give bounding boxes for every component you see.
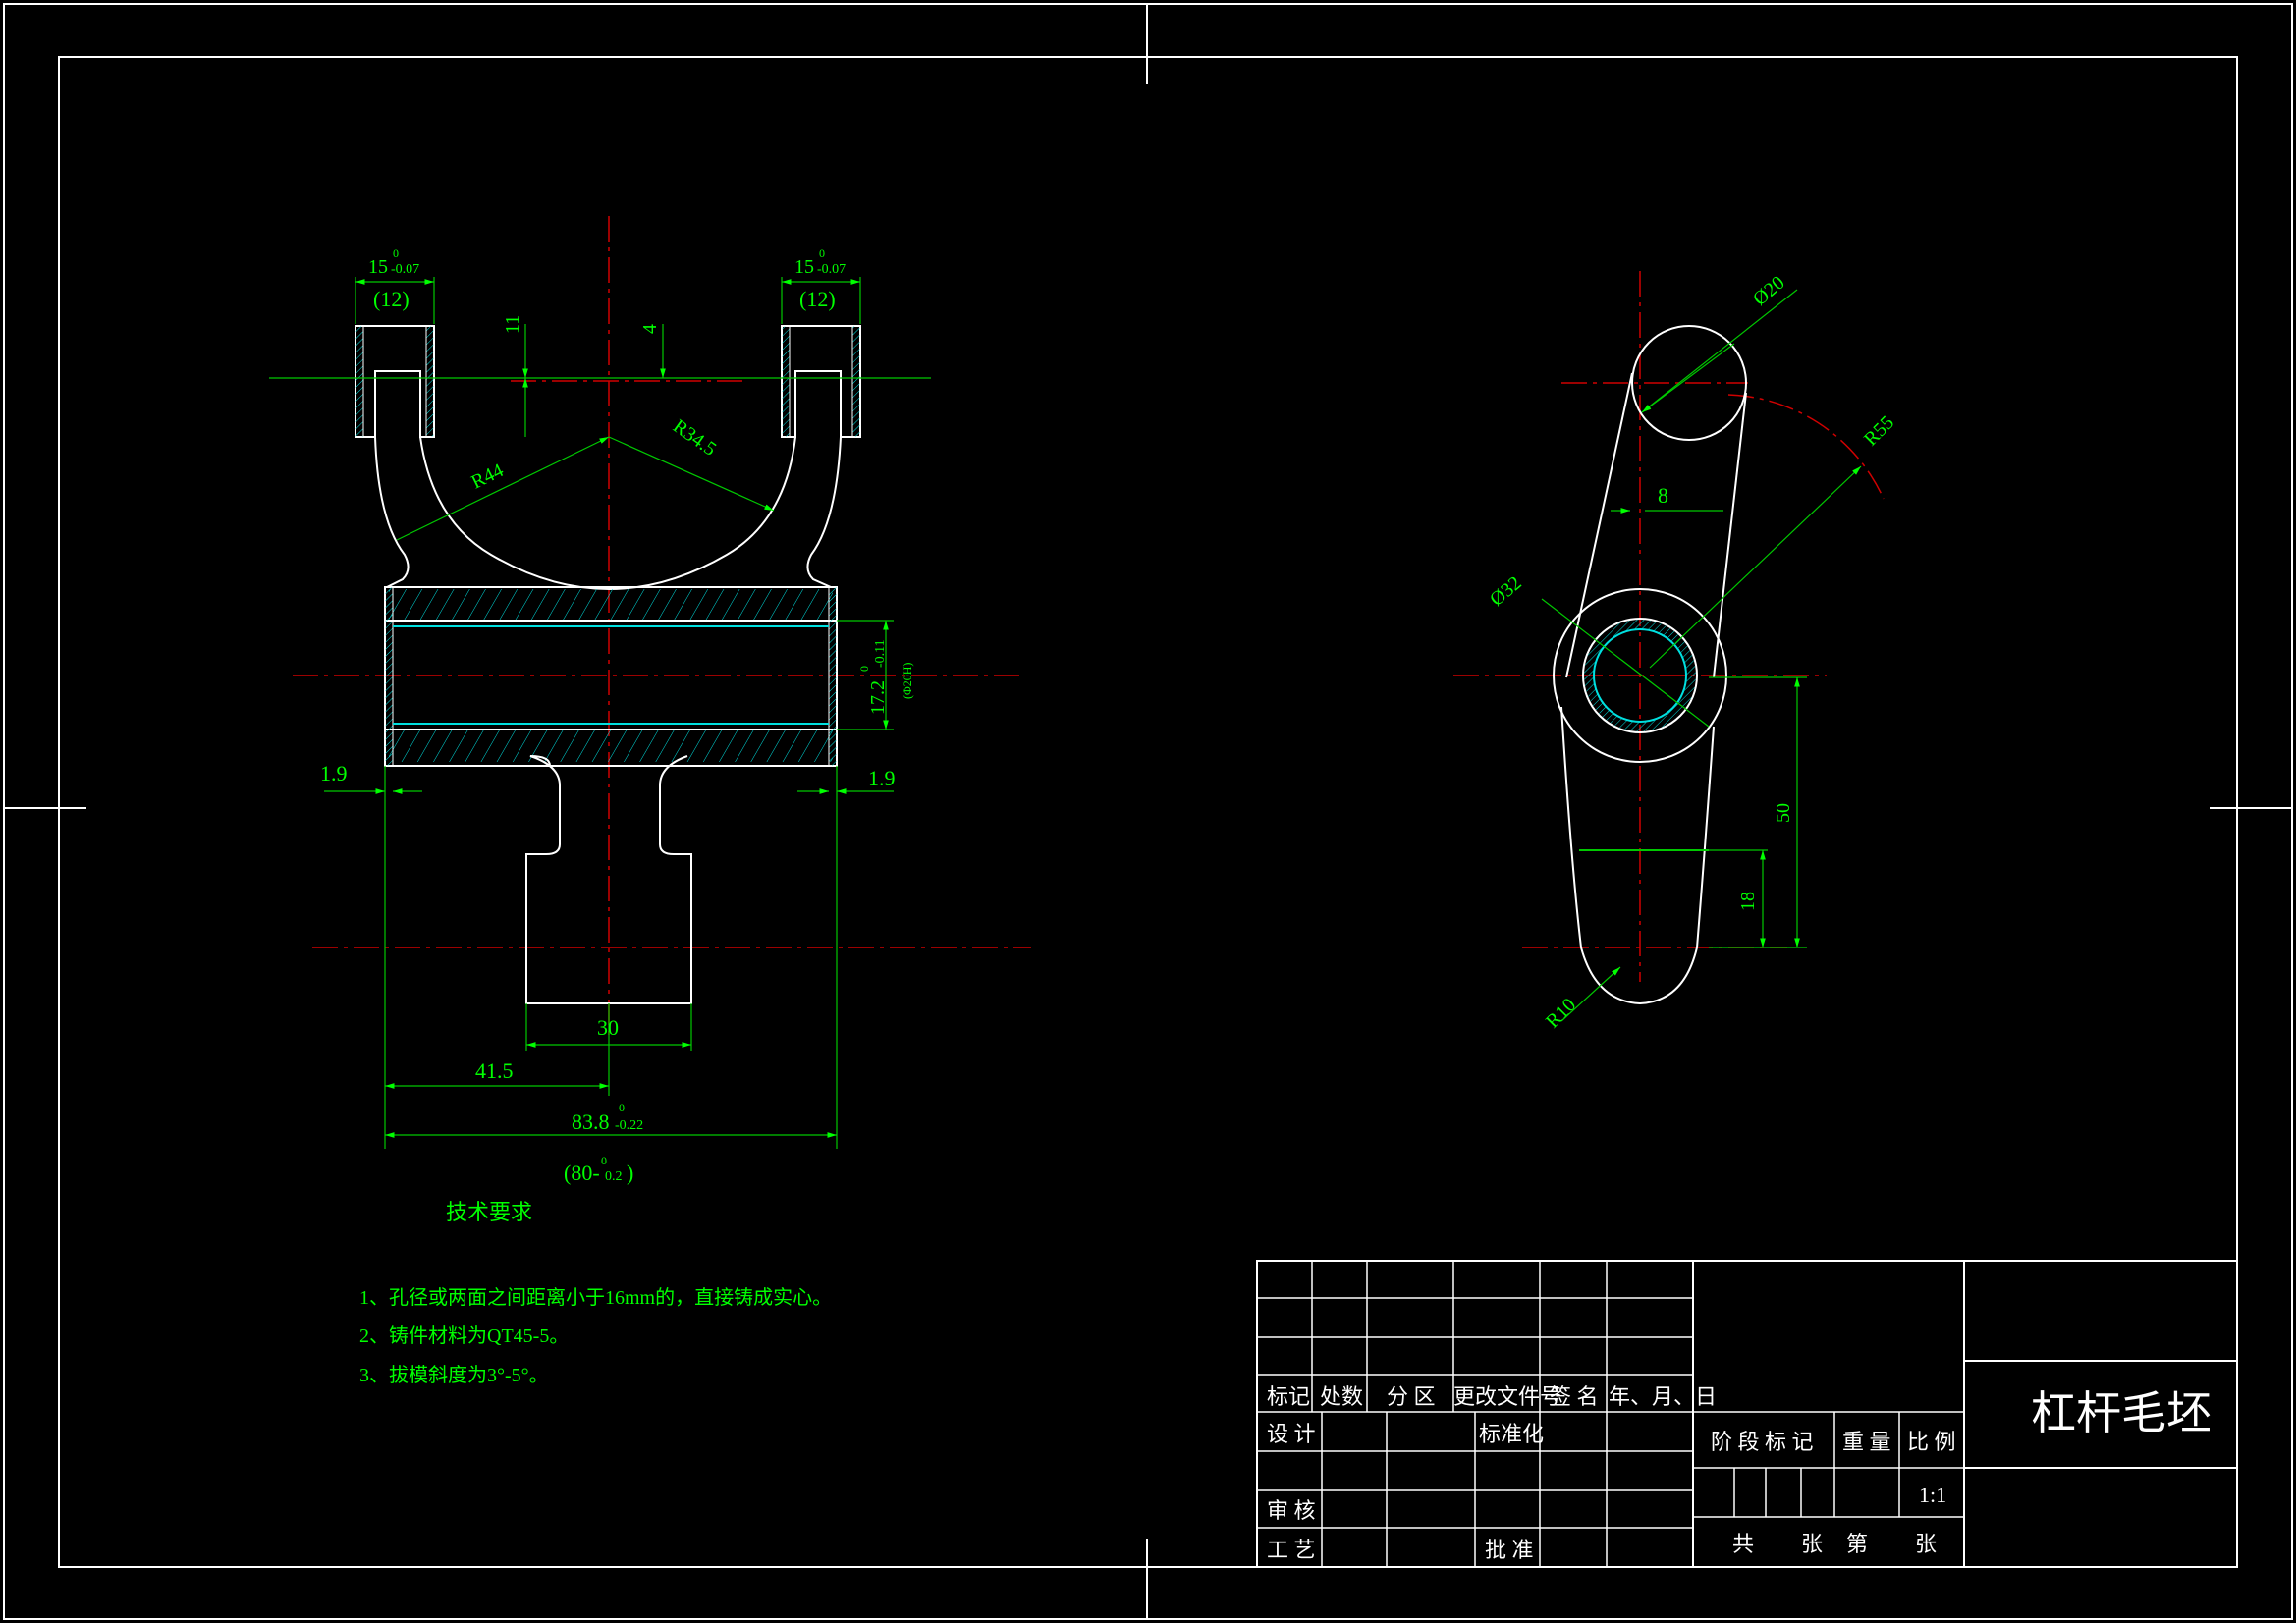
stem-outline: [525, 755, 692, 1004]
dim-172: 17.2: [867, 680, 889, 715]
tb-drawing-name: 杠杆毛坯: [2031, 1388, 2212, 1438]
dim-bore-ref: (Φ20H): [901, 663, 914, 699]
dim-tol-0-len: 0: [619, 1101, 625, 1114]
dim-4: 4: [639, 324, 661, 334]
dim-19-left: 1.9: [320, 761, 348, 785]
dim-80-tol-top: 0: [601, 1154, 607, 1167]
dim-d32: Ø32: [1486, 572, 1526, 611]
dim-15-right: 15: [794, 256, 814, 278]
dim-80-tol-bot: 0.2: [605, 1169, 623, 1184]
tb-header-change-doc: 更改文件号: [1453, 1384, 1561, 1409]
tb-sheets-unit: 张: [1801, 1532, 1823, 1556]
dim-tol-0-right: 0: [819, 246, 825, 260]
dim-12-left: (12): [373, 287, 410, 311]
dim-15-left: 15: [368, 256, 388, 278]
tech-req-title: 技术要求: [446, 1200, 532, 1224]
tb-header-mark: 标记: [1267, 1384, 1310, 1409]
tb-sheet-no: 第: [1846, 1532, 1868, 1556]
tb-scale: 比 例: [1907, 1430, 1956, 1454]
dim-50: 50: [1773, 803, 1794, 823]
dim-19-right: 1.9: [868, 766, 896, 790]
dim-d20: Ø20: [1749, 272, 1789, 310]
dim-8: 8: [1658, 483, 1668, 508]
dim-80: (80-: [564, 1161, 600, 1185]
title-block-labels: 标记 处数 分 区 更改文件号 签 名 年、月、日 设 计 标准化 审 核 工 …: [1267, 1384, 2212, 1562]
front-view: 15 0 -0.07 (12) 15 0 -0.07 (12) 11 4 R44…: [269, 216, 1031, 1185]
side-view: Ø20 R55 8 Ø32 50 18 R10: [1453, 271, 1898, 1033]
dim-r44: R44: [468, 460, 508, 493]
dim-tol-0-left: 0: [393, 246, 399, 260]
tb-sheet-unit: 张: [1915, 1532, 1937, 1556]
tb-weight: 重 量: [1842, 1430, 1891, 1454]
dim-11: 11: [502, 315, 523, 334]
dim-tol-0-bore: 0: [857, 666, 871, 672]
tech-requirements: 技术要求 1、孔径或两面之间距离小于16mm的，直接铸成实心。 2、铸件材料为Q…: [359, 1200, 832, 1386]
tb-process: 工 艺: [1267, 1538, 1316, 1562]
hub-section: [384, 586, 838, 767]
dim-tol-007-right: -0.07: [817, 262, 846, 277]
dim-r55: R55: [1860, 411, 1898, 450]
front-dimensions: [269, 277, 931, 1149]
tech-req-item-2: 2、铸件材料为QT45-5。: [359, 1325, 569, 1347]
tb-header-signature: 签 名: [1550, 1384, 1599, 1409]
dim-838: 83.8: [572, 1109, 610, 1134]
fork-outline: [355, 325, 861, 591]
lever-outline: [1553, 325, 1747, 1005]
tech-req-item-3: 3、拔模斜度为3°-5°。: [359, 1364, 549, 1386]
dim-r10: R10: [1542, 994, 1580, 1032]
sheet-frame: [3, 3, 2293, 1620]
dim-12-right: (12): [799, 287, 836, 311]
dim-r345: R34.5: [669, 415, 720, 460]
tb-scale-value: 1:1: [1919, 1483, 1946, 1507]
tb-header-zone: 分 区: [1387, 1384, 1436, 1409]
tech-req-item-1: 1、孔径或两面之间距离小于16mm的，直接铸成实心。: [359, 1286, 832, 1309]
tb-standardization: 标准化: [1479, 1422, 1544, 1446]
title-block: [1256, 1260, 2238, 1568]
dim-tol-007-left: -0.07: [391, 262, 419, 277]
tb-stage-mark: 阶 段 标 记: [1711, 1430, 1814, 1454]
tb-approve: 批 准: [1485, 1538, 1534, 1562]
dim-415: 41.5: [475, 1058, 514, 1083]
tb-total: 共: [1732, 1532, 1754, 1556]
tb-design: 设 计: [1267, 1422, 1316, 1446]
dim-80-close: ): [627, 1161, 633, 1185]
dim-tol-022: -0.22: [615, 1118, 643, 1133]
front-centerlines: [293, 216, 1031, 1041]
dim-tol-011: -0.11: [873, 639, 888, 668]
dim-30: 30: [597, 1015, 619, 1040]
tb-review: 审 核: [1267, 1498, 1316, 1523]
dim-18: 18: [1737, 892, 1759, 911]
tb-header-count: 处数: [1320, 1384, 1363, 1409]
side-dimensions: [1541, 289, 1862, 1022]
tb-header-date: 年、月、日: [1609, 1384, 1717, 1409]
